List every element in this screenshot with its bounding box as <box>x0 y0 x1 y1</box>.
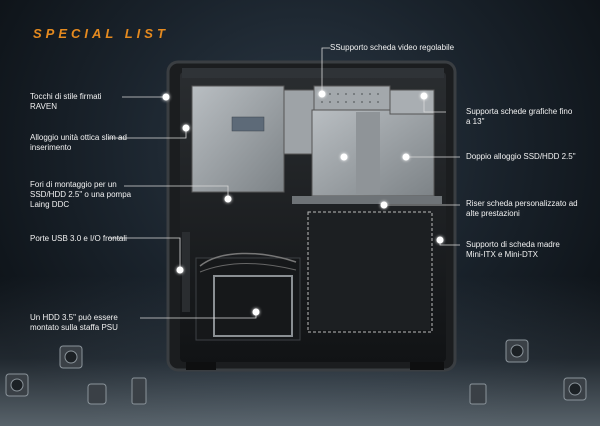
case-foot-right <box>410 362 444 370</box>
case-top-bar <box>182 68 444 78</box>
ssd-bay-divider <box>356 112 380 194</box>
marker-dual-ssd-right <box>402 153 410 161</box>
psu-cables <box>199 252 297 267</box>
gpu-13-plate <box>389 89 435 115</box>
label-riser: Riser scheda personalizzato ad alte pres… <box>466 199 578 218</box>
front-io-strip <box>182 232 190 312</box>
case-foot-left <box>186 362 216 370</box>
marker-video-support <box>318 90 326 98</box>
valve-decoration-right <box>469 339 587 405</box>
marker-usb <box>176 266 184 274</box>
label-motherboard: Supporto di scheda madre Mini-ITX e Mini… <box>466 240 560 259</box>
psu-bay <box>195 257 301 341</box>
label-gpu13: Supporta schede grafiche fino a 13" <box>466 107 573 126</box>
valve-decoration-left <box>5 345 147 405</box>
upper-perforated-plate <box>313 85 391 113</box>
marker-touch <box>162 93 170 101</box>
page-title: SPECIAL LIST <box>33 26 169 41</box>
marker-motherboard <box>436 236 444 244</box>
label-touch: Tocchi di stile firmati RAVEN <box>30 92 102 111</box>
label-mount-holes: Fori di montaggio per un SSD/HDD 2.5" o … <box>30 180 132 209</box>
riser-rail <box>292 196 442 204</box>
marker-gpu13 <box>420 92 428 100</box>
label-usb: Porte USB 3.0 e I/O frontali <box>30 234 127 243</box>
marker-dual-ssd-left <box>340 153 348 161</box>
label-video-support: SSupporto scheda video regolabile <box>330 43 455 52</box>
hdd-bracket <box>213 275 293 337</box>
label-optical: Alloggio unità ottica slim ad inseriment… <box>30 133 127 152</box>
motherboard-area <box>307 211 433 333</box>
marker-hdd35 <box>252 308 260 316</box>
label-hdd35: Un HDD 3.5" può essere montato sulla sta… <box>30 313 118 332</box>
motherboard-tray <box>310 214 430 330</box>
marker-riser <box>380 201 388 209</box>
optical-bay-plate <box>191 85 285 193</box>
gpu-bracket-plate <box>283 89 317 155</box>
marker-mount-holes <box>224 195 232 203</box>
label-dual-ssd: Doppio alloggio SSD/HDD 2.5" <box>466 152 576 161</box>
marker-optical <box>182 124 190 132</box>
optical-bay-label <box>231 116 265 132</box>
